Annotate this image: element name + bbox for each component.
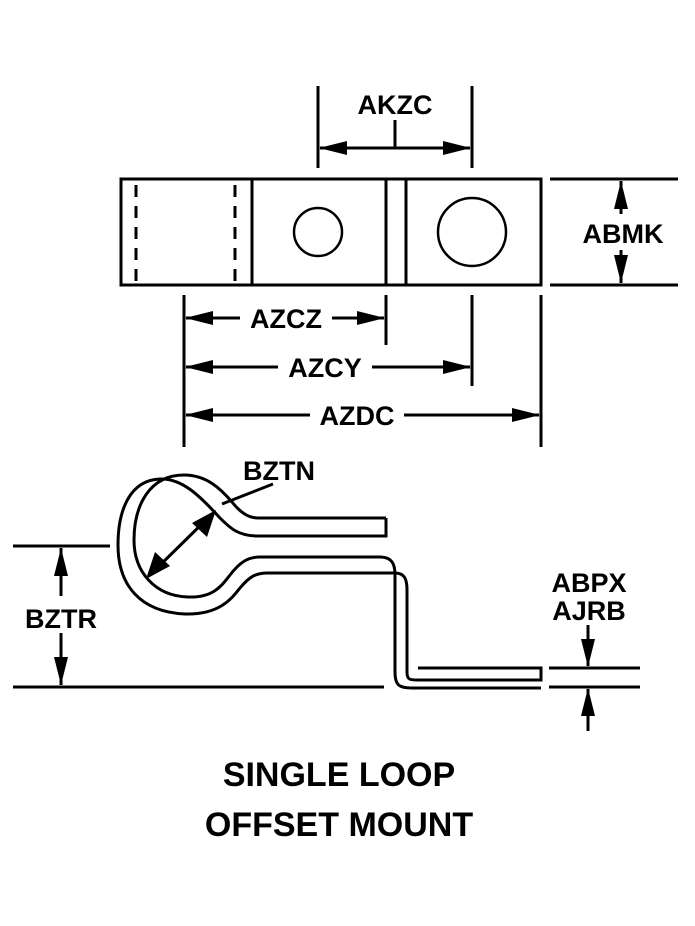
arrowhead-left xyxy=(185,360,213,374)
arrowhead-left xyxy=(185,311,213,325)
dimension-label-azcy: AZCY xyxy=(288,353,362,383)
dimension-akzc: AKZC xyxy=(316,86,474,168)
dimension-label-bztr: BZTR xyxy=(25,604,97,634)
arrowhead-upper xyxy=(192,510,216,537)
arrowhead-right xyxy=(443,360,471,374)
arrowhead-right xyxy=(357,311,385,325)
side-view xyxy=(116,473,543,690)
arrowhead-down xyxy=(54,657,68,685)
dimension-label-abpx: ABPX xyxy=(551,568,626,598)
dimension-bztn: BZTN xyxy=(146,456,315,579)
arrowhead-left xyxy=(319,141,347,155)
top-view xyxy=(119,177,543,287)
drawing-title-line-2: OFFSET MOUNT xyxy=(205,806,473,844)
clamp-body-outline xyxy=(119,177,543,287)
dimension-label-azcz: AZCZ xyxy=(250,304,322,334)
arrowhead-down xyxy=(614,255,628,283)
arrowhead-up xyxy=(614,181,628,209)
dimension-label-azdc: AZDC xyxy=(320,401,395,431)
dimension-abmk: ABMK xyxy=(550,177,678,287)
arrowhead-up xyxy=(54,548,68,576)
dimension-azcy: AZCY xyxy=(185,353,471,383)
dimension-thickness: ABPX AJRB xyxy=(549,568,640,731)
arrowhead-right xyxy=(443,141,471,155)
dimension-azcz: AZCZ xyxy=(185,304,385,334)
dimension-bztr: BZTR xyxy=(13,544,384,689)
arrowhead-down xyxy=(581,639,595,667)
arrowhead-lower xyxy=(146,552,170,579)
drawing-title-line-1: SINGLE LOOP xyxy=(223,756,455,794)
large-mounting-hole xyxy=(436,196,508,268)
dimension-azdc: AZDC xyxy=(185,401,540,431)
arrowhead-left xyxy=(185,408,213,422)
clamp-loop-inner xyxy=(132,473,541,690)
dimension-label-abmk: ABMK xyxy=(583,219,664,249)
dimension-group-lengths: AZCZ AZCY AZDC xyxy=(182,295,543,447)
clamp-loop-outer xyxy=(116,477,543,682)
arrowhead-right xyxy=(512,408,540,422)
dimension-label-akzc: AKZC xyxy=(358,90,433,120)
dimension-label-ajrb: AJRB xyxy=(552,596,626,626)
small-mounting-hole xyxy=(292,206,344,258)
leader-line xyxy=(221,482,274,506)
dimension-label-bztn: BZTN xyxy=(243,456,315,486)
arrowhead-up xyxy=(581,688,595,716)
